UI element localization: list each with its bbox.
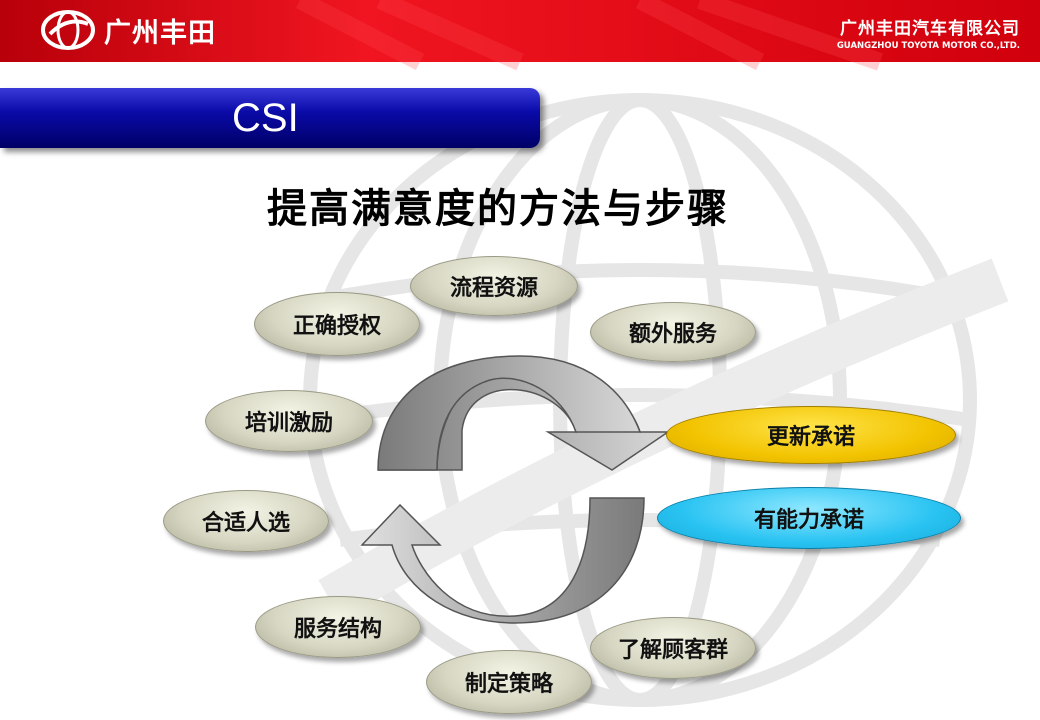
node-youneng: 有能力承诺: [657, 487, 961, 549]
header-band: [0, 0, 1040, 62]
node-heshi: 合适人选: [163, 490, 329, 552]
title-bar-text: CSI: [232, 96, 299, 140]
node-liucheng: 流程资源: [410, 256, 578, 316]
node-zhiding: 制定策略: [426, 650, 592, 714]
company-name: 广州丰田汽车有限公司 GUANGZHOU TOYOTA MOTOR CO.,LT…: [837, 14, 1020, 51]
company-name-cn: 广州丰田汽车有限公司: [840, 19, 1020, 39]
logo: 广州丰田: [40, 10, 216, 50]
header: 广州丰田 广州丰田汽车有限公司 GUANGZHOU TOYOTA MOTOR C…: [0, 0, 1040, 62]
page-heading: 提高满意度的方法与步骤: [267, 186, 729, 232]
node-zhengque: 正确授权: [254, 292, 420, 356]
company-name-en: GUANGZHOU TOYOTA MOTOR CO.,LTD.: [836, 41, 1020, 51]
node-ewai: 额外服务: [590, 302, 756, 362]
lower-cycle-arrow: [360, 497, 645, 624]
title-bar: CSI: [0, 88, 540, 148]
gac-toyota-logo-icon: [41, 10, 95, 50]
node-fuwu: 服务结构: [255, 596, 421, 658]
node-liaojie: 了解顾客群: [590, 617, 756, 679]
node-gengxin: 更新承诺: [666, 406, 956, 464]
node-peixun: 培训激励: [205, 390, 373, 452]
logo-text: 广州丰田: [104, 17, 216, 49]
